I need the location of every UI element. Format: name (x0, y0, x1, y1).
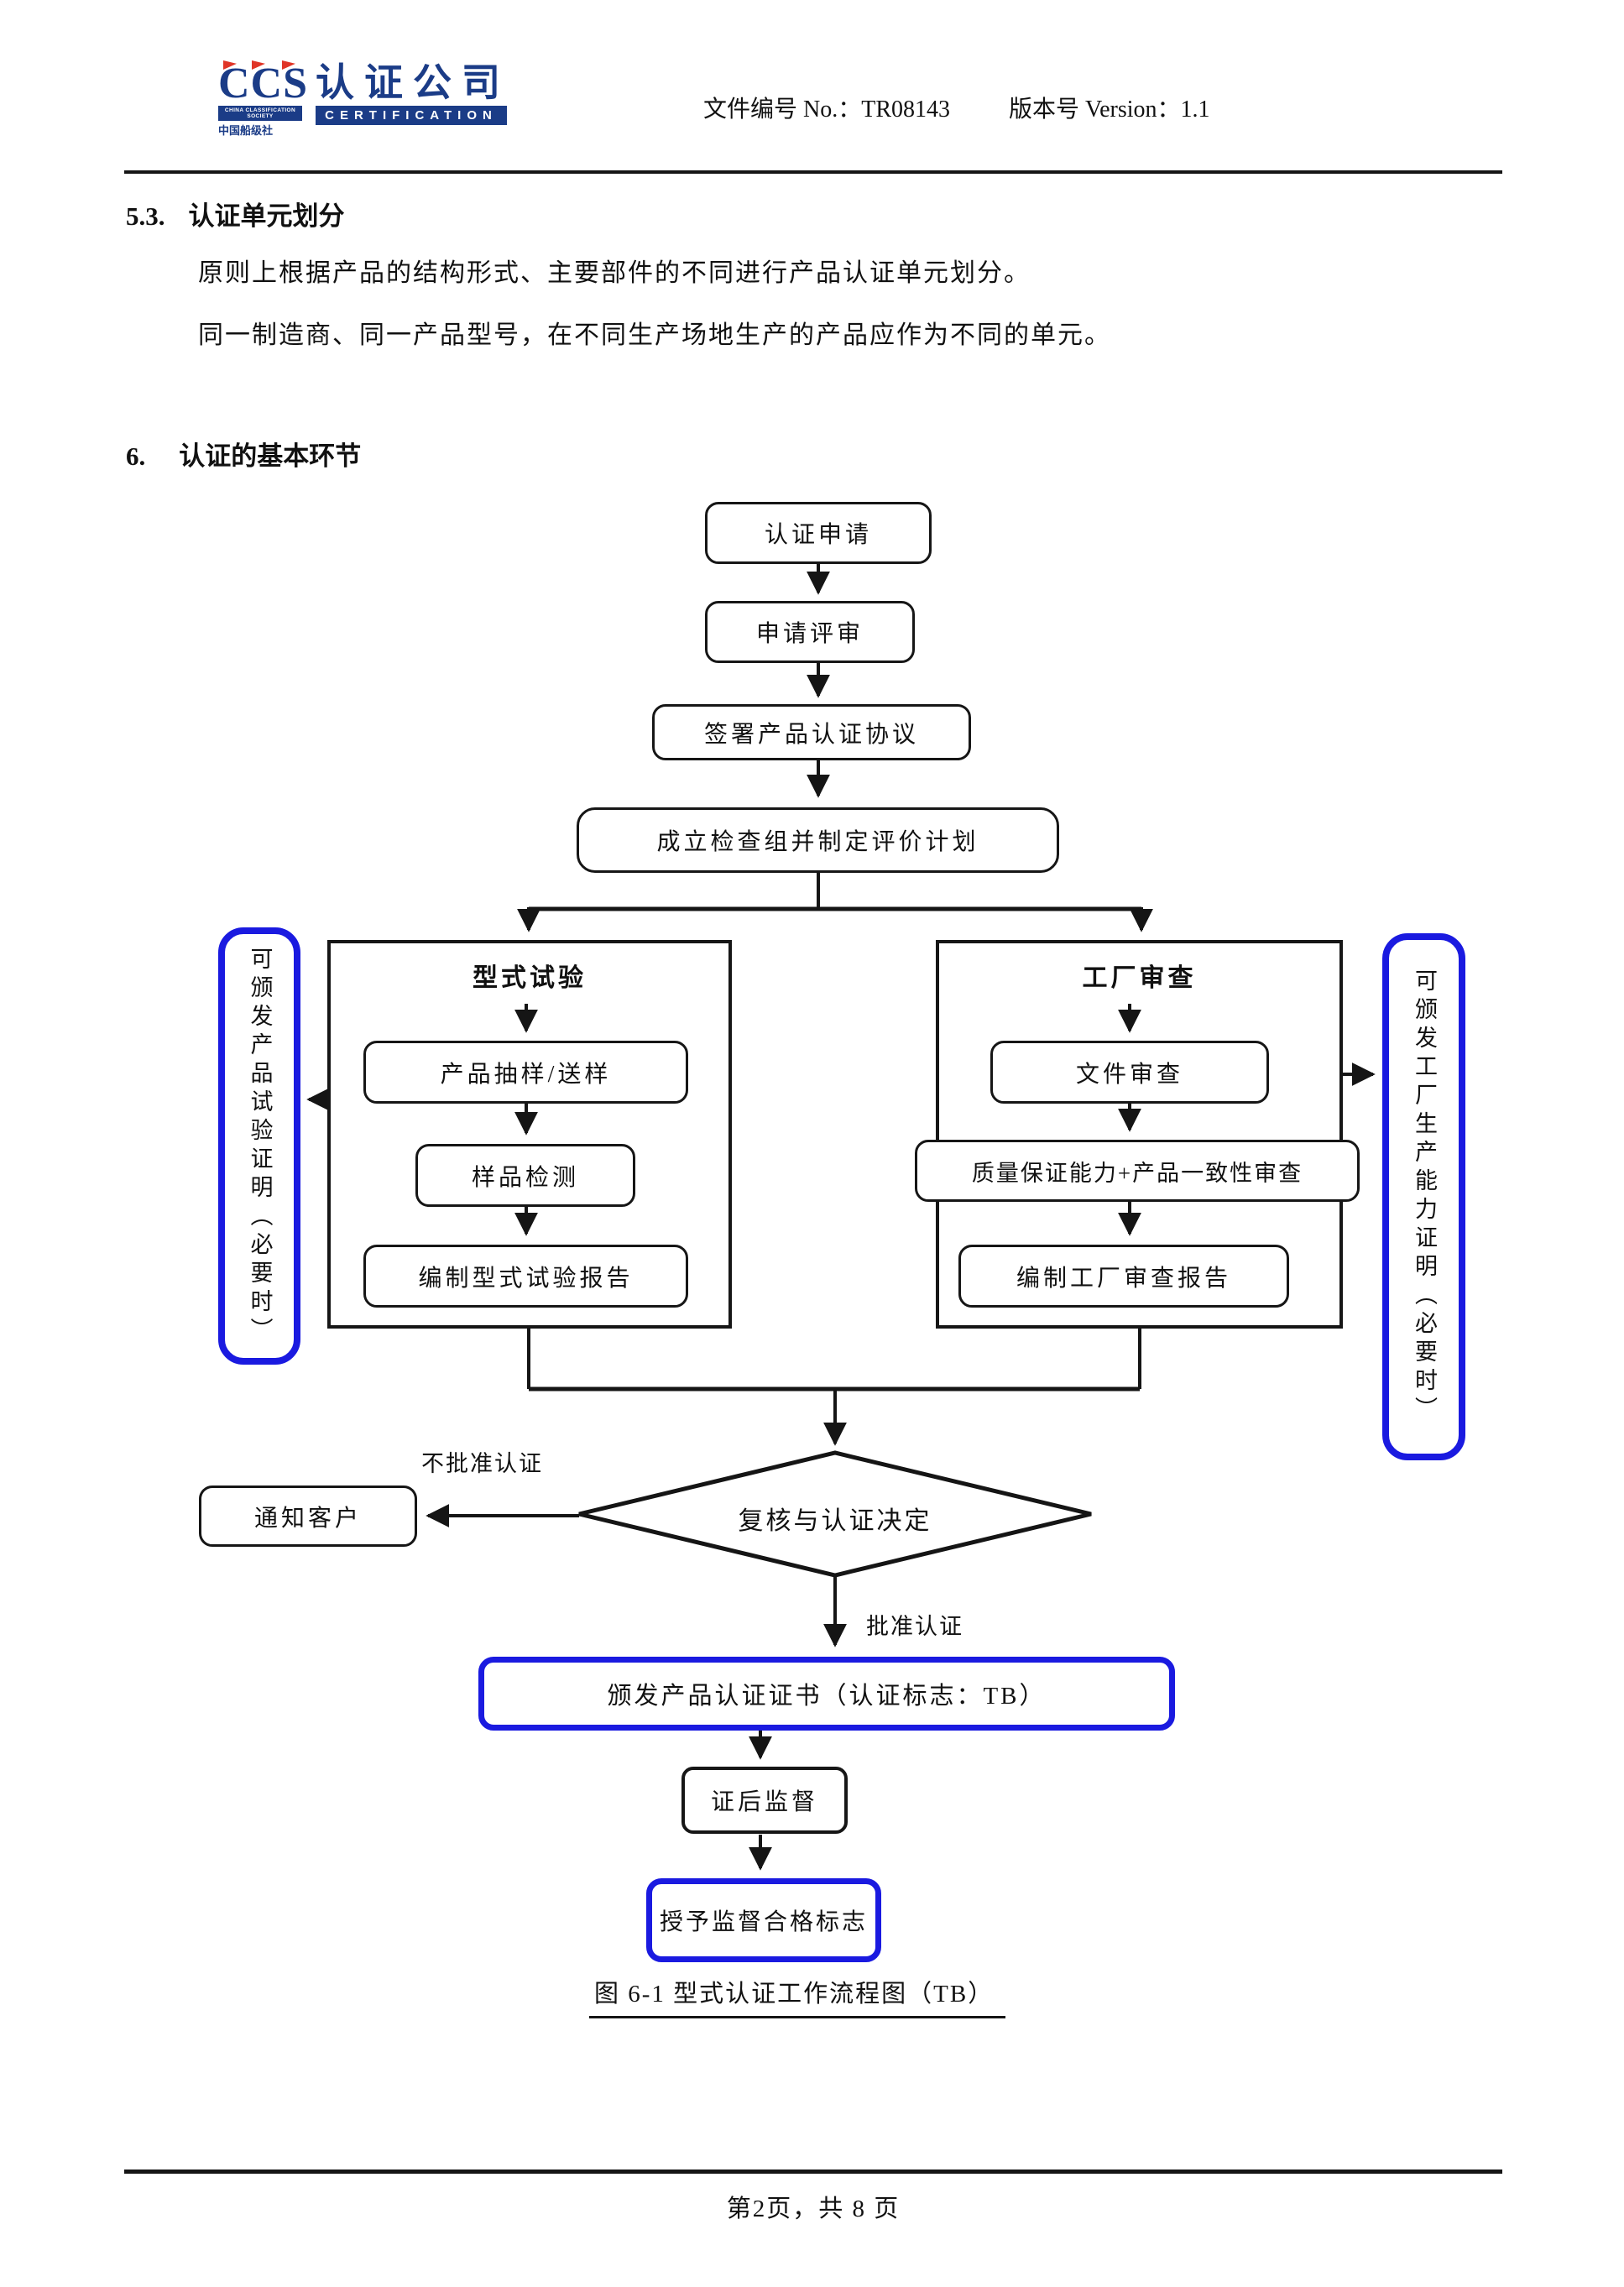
note-product-test-proof-text: 可颁发产品试验证明（必要时） (247, 946, 273, 1346)
edge-label-approve: 批准认证 (866, 1614, 963, 1639)
footer-rule (124, 2170, 1502, 2174)
note-factory-capability-proof: 可颁发工厂生产能力证明（必要时） (1382, 933, 1465, 1460)
logo-society-cn-text: 中国船级社 (218, 124, 274, 137)
node-apply: 认证申请 (705, 502, 932, 564)
ccs-logo: CCS CHINA CLASSIFICATION SOCIETY 中国船级社 认… (218, 60, 510, 138)
node-notify: 通知客户 (199, 1486, 417, 1547)
node-sampling: 产品抽样/送样 (363, 1041, 688, 1104)
type-test-title: 型式试验 (473, 964, 587, 992)
node-supervision: 证后监督 (681, 1767, 848, 1834)
note-product-test-proof: 可颁发产品试验证明（必要时） (218, 927, 300, 1365)
node-certificate: 颁发产品认证证书（认证标志：TB） (478, 1657, 1175, 1731)
ccs-logo-mark: CCS CHINA CLASSIFICATION SOCIETY 中国船级社 (218, 60, 309, 138)
node-factory-report: 编制工厂审查报告 (958, 1245, 1289, 1308)
section-5-3-title: 认证单元划分 (188, 201, 345, 231)
red-flag-icon (223, 60, 237, 70)
node-sign: 签署产品认证协议 (652, 704, 971, 760)
node-review: 申请评审 (705, 601, 915, 663)
node-team: 成立检查组并制定评价计划 (577, 807, 1059, 873)
section-5-3-heading: 5.3. 认证单元划分 (126, 195, 345, 232)
ccs-logo-wordmark: 认证公司 CERTIFICATION (316, 64, 510, 125)
type-test-group: 型式试验 (327, 940, 732, 1329)
factory-review-title: 工厂审查 (1082, 964, 1197, 992)
decision-label: 复核与认证决定 (738, 1507, 932, 1535)
paragraph-1: 原则上根据产品的结构形式、主要部件的不同进行产品认证单元划分。 (198, 259, 1031, 287)
header-rule (124, 170, 1502, 174)
node-qa-review: 质量保证能力+产品一致性审查 (915, 1140, 1360, 1202)
logo-society-cn: 中国船级社 (218, 122, 302, 138)
section-6-number: 6. (126, 441, 146, 471)
doc-version: 版本号 Version：1.1 (1009, 97, 1210, 123)
logo-certification-en: CERTIFICATION (316, 106, 507, 125)
paragraph-2: 同一制造商、同一产品型号，在不同生产场地生产的产品应作为不同的单元。 (198, 321, 1111, 349)
edge-label-reject: 不批准认证 (421, 1451, 543, 1476)
logo-ccs-text: CCS (218, 60, 309, 107)
section-6-title: 认证的基本环节 (179, 441, 362, 471)
red-flag-icon (252, 60, 265, 70)
node-doc-review: 文件审查 (990, 1041, 1269, 1104)
logo-company-cn: 认证公司 (316, 61, 510, 104)
figure-caption: 图 6-1 型式认证工作流程图（TB） (589, 1974, 1006, 2018)
red-flag-icon (282, 60, 295, 70)
document-meta: 文件编号 No.：TR08143 版本号 Version：1.1 (703, 91, 1210, 124)
section-6-heading: 6. 认证的基本环节 (126, 435, 361, 473)
section-5-3-number: 5.3. (126, 201, 165, 231)
doc-number: 文件编号 No.：TR08143 (703, 97, 951, 123)
node-sample-test: 样品检测 (415, 1144, 635, 1207)
node-mark: 授予监督合格标志 (646, 1878, 881, 1962)
node-type-report: 编制型式试验报告 (363, 1245, 688, 1308)
factory-review-group: 工厂审查 (936, 940, 1343, 1329)
page-number: 第2页，共 8 页 (726, 2196, 901, 2222)
logo-society-en: CHINA CLASSIFICATION SOCIETY (218, 106, 302, 121)
note-factory-capability-proof-text: 可颁发工厂生产能力证明（必要时） (1412, 969, 1437, 1425)
